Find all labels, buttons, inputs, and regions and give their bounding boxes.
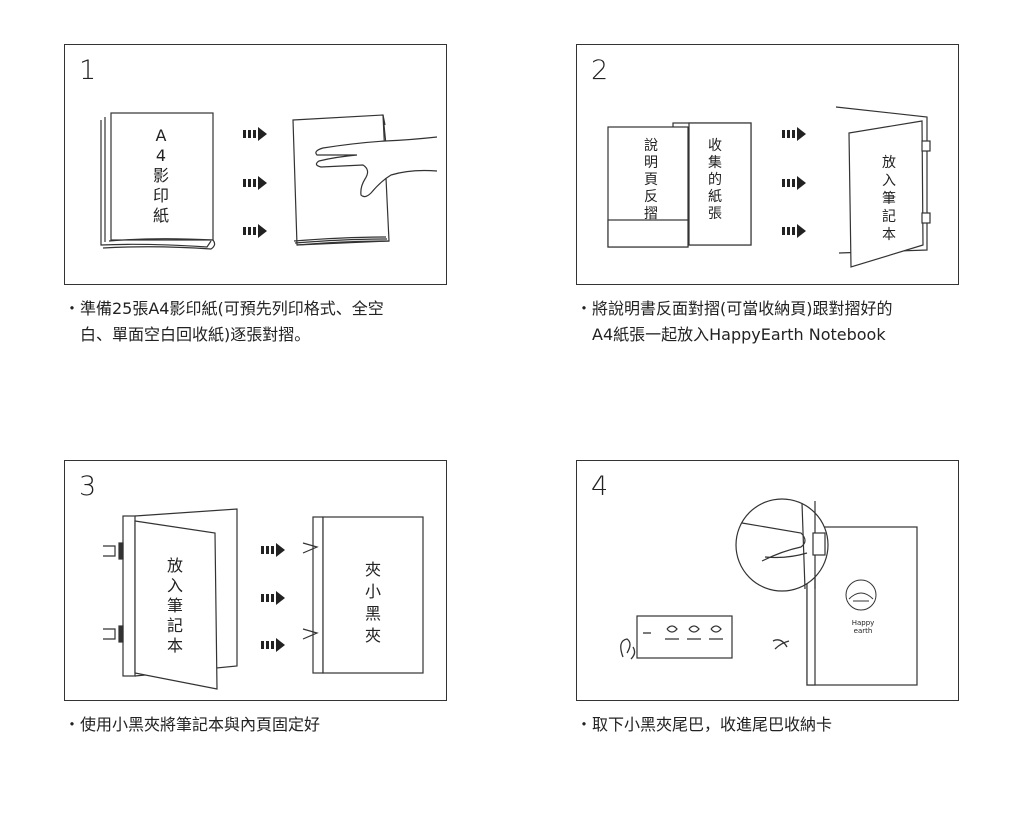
label-char: 張 xyxy=(708,206,722,222)
step-number: 2 xyxy=(591,55,609,86)
label-char: 明 xyxy=(644,155,658,171)
label-char: 說 xyxy=(644,137,658,154)
step-4-illustration: Happy earth xyxy=(620,498,918,686)
bullet: ・ xyxy=(576,299,593,318)
step-3-illustration: 放 入 筆 記 本 夾 小 黑 夾 xyxy=(103,508,424,690)
label-char: 夾 xyxy=(365,560,381,579)
caption-line: 將說明書反面對摺(可當收納頁)跟對摺好的 xyxy=(592,299,893,318)
caption-line: 準備25張A4影印紙(可預先列印格式、全空 xyxy=(80,299,384,318)
binder-clip-icon xyxy=(103,545,116,557)
book-label-char: 紙 xyxy=(153,206,169,225)
step-number: 1 xyxy=(79,55,97,86)
label-char: 小 xyxy=(365,582,381,601)
label-char: 黑 xyxy=(365,604,381,623)
collected-paper-label: 收 集 的 紙 張 xyxy=(708,138,722,222)
arrow-icon xyxy=(782,127,806,238)
bullet: ・ xyxy=(64,715,81,734)
step-number: 4 xyxy=(591,471,609,502)
label-char: 放 xyxy=(167,556,183,575)
logo-icon xyxy=(845,579,877,611)
step-2-panel: 2 說 明 頁 反 摺 收 集 的 紙 張 xyxy=(576,44,959,285)
step-1-illustration: A 4 影 印 紙 xyxy=(100,112,438,250)
insert-notebook-label: 放 入 筆 記 本 xyxy=(882,155,896,243)
label-char: 筆 xyxy=(882,191,896,207)
book-label-char: 影 xyxy=(153,166,169,185)
label-char: 收 xyxy=(708,138,722,154)
label-char: 入 xyxy=(167,576,183,595)
bullet: ・ xyxy=(64,299,81,318)
step-3-panel: 3 放 入 筆 記 本 xyxy=(64,460,447,701)
clip-tail-icon xyxy=(620,625,790,660)
insert-notebook-label: 放 入 筆 記 本 xyxy=(167,556,183,655)
label-char: 反 xyxy=(644,189,658,205)
label-char: 紙 xyxy=(708,189,722,205)
clip-label: 夾 小 黑 夾 xyxy=(365,560,381,645)
step-4-caption: ・取下小黑夾尾巴，收進尾巴收納卡 xyxy=(576,712,976,738)
label-char: 放 xyxy=(882,155,896,171)
step-1-panel: 1 A 4 影 印 紙 xyxy=(64,44,447,285)
label-char: 集 xyxy=(708,154,722,171)
label-char: 記 xyxy=(882,208,896,225)
arrow-icon xyxy=(261,543,285,652)
book-label-char: 4 xyxy=(156,146,166,165)
book-label: A 4 影 印 紙 xyxy=(153,126,169,225)
label-char: 筆 xyxy=(167,596,183,615)
caption-line: 白、單面空白回收紙)逐張對摺。 xyxy=(80,325,311,344)
label-char: 本 xyxy=(167,636,183,655)
binder-clip-icon xyxy=(103,628,116,640)
step-3-caption: ・使用小黑夾將筆記本與內頁固定好 xyxy=(64,712,464,738)
logo-text-line1: Happy xyxy=(852,619,875,627)
caption-line: 取下小黑夾尾巴，收進尾巴收納卡 xyxy=(592,715,833,734)
bullet: ・ xyxy=(576,715,593,734)
step-1-caption: ・準備25張A4影印紙(可預先列印格式、全空 白、單面空白回收紙)逐張對摺。 xyxy=(64,296,464,348)
step-number: 3 xyxy=(79,471,97,502)
label-char: 摺 xyxy=(644,206,658,222)
folded-instruction-label: 說 明 頁 反 摺 xyxy=(644,137,658,222)
step-4-panel: 4 Happy earth xyxy=(576,460,959,701)
binder-clip-icon xyxy=(302,542,319,554)
label-char: 頁 xyxy=(644,172,658,188)
book-label-char: 印 xyxy=(153,186,169,205)
step-2-caption: ・將說明書反面對摺(可當收納頁)跟對摺好的 A4紙張一起放入HappyEarth… xyxy=(576,296,976,348)
label-char: 夾 xyxy=(365,626,381,645)
step-2-illustration: 說 明 頁 反 摺 收 集 的 紙 張 放 入 筆 記 xyxy=(607,106,931,268)
label-char: 記 xyxy=(167,616,183,635)
binder-clip-icon xyxy=(302,628,319,640)
caption-line: 使用小黑夾將筆記本與內頁固定好 xyxy=(80,715,321,734)
caption-line: A4紙張一起放入HappyEarth Notebook xyxy=(592,325,886,344)
arrow-icon xyxy=(243,127,267,238)
label-char: 的 xyxy=(708,172,722,188)
label-char: 本 xyxy=(882,227,896,243)
logo-text-line2: earth xyxy=(854,627,873,635)
label-char: 入 xyxy=(882,173,896,189)
book-label-char: A xyxy=(156,126,167,145)
